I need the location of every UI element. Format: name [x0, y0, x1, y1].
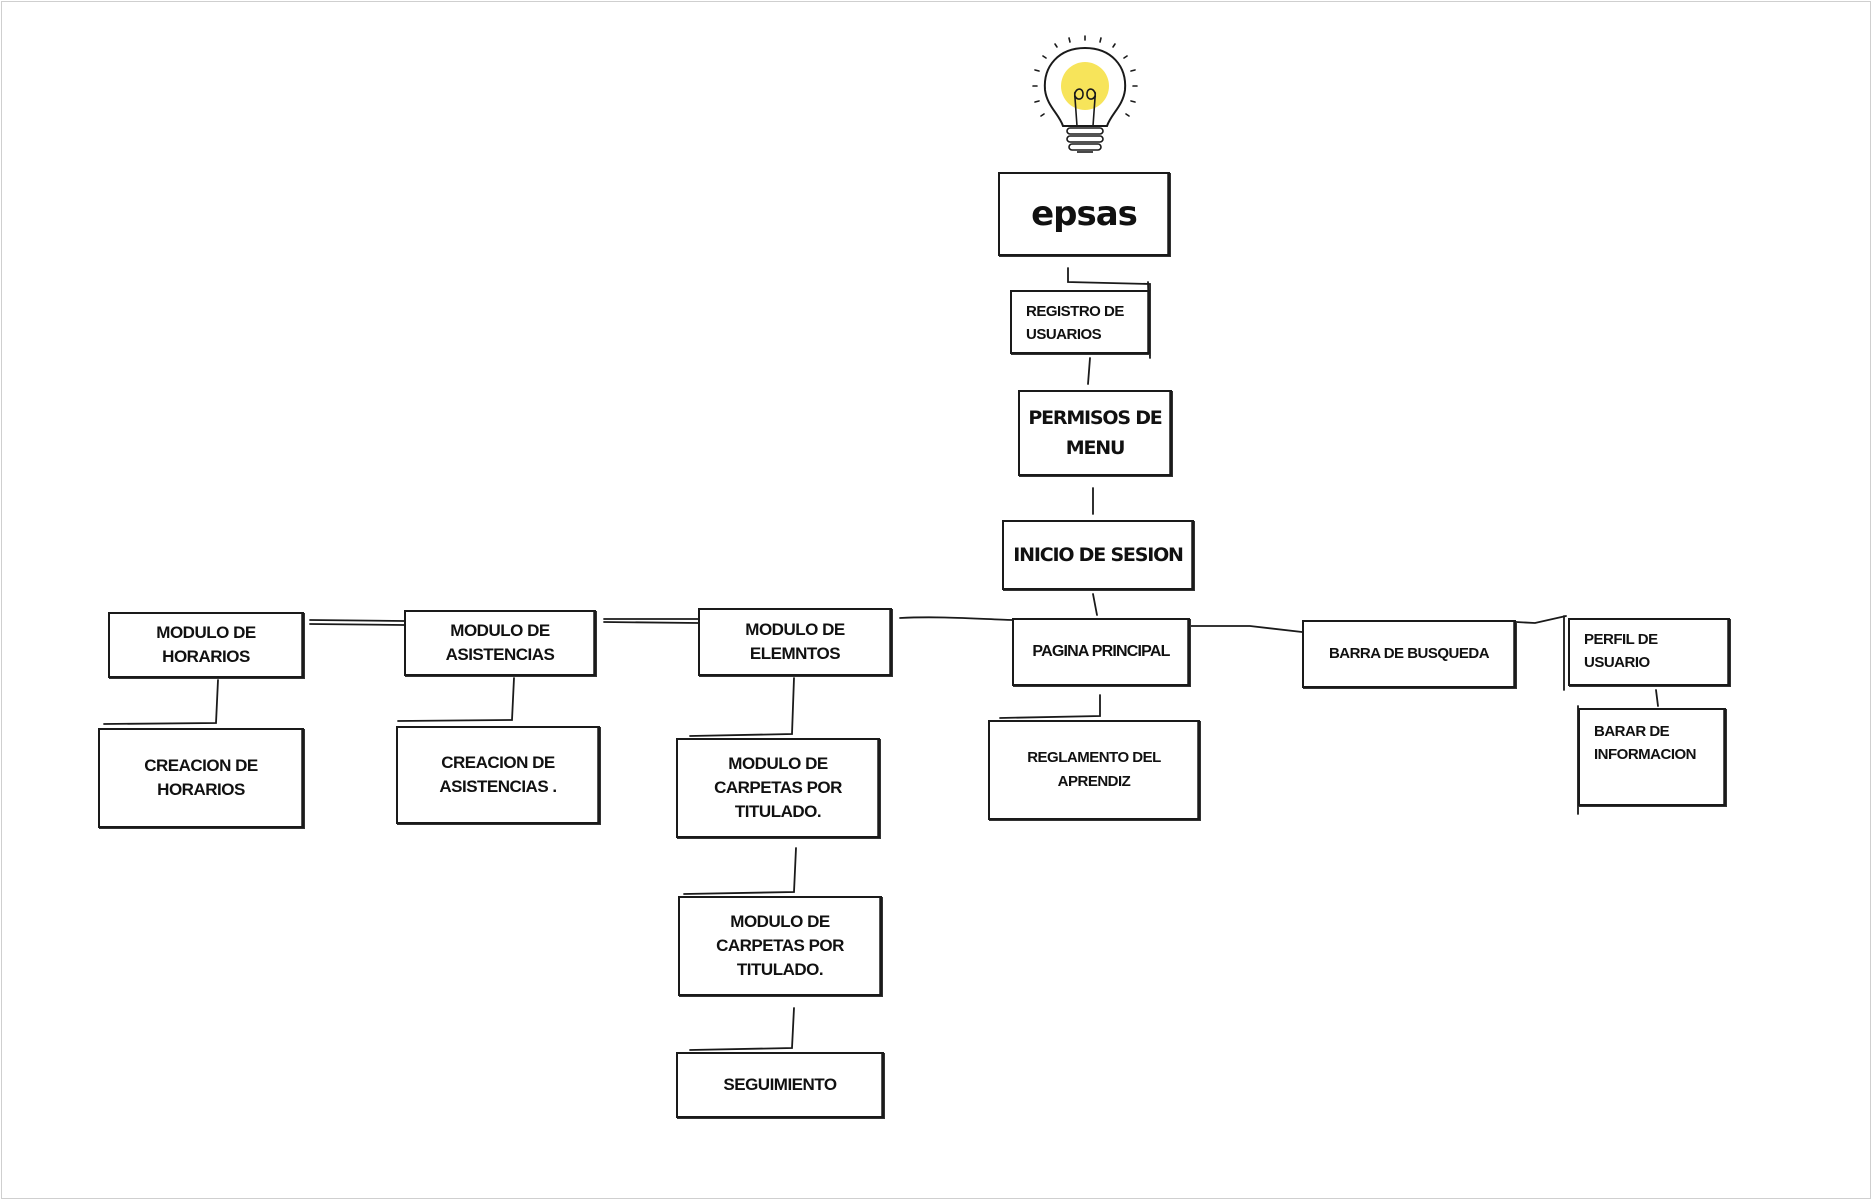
- connector-carpetas-seguimiento: [689, 1007, 795, 1051]
- node-registro-usuarios: REGISTRO DE USUARIOS: [1010, 290, 1150, 354]
- connector-barra-perfil: [1515, 615, 1567, 624]
- node-reglamento-aprendiz: REGLAMENTO DEL APRENDIZ: [988, 720, 1200, 820]
- connector-registro-permisos: [1087, 357, 1091, 385]
- node-modulo-carpetas-2: MODULO DE CARPETAS POR TITULADO.: [678, 896, 882, 996]
- node-modulo-asistencias: MODULO DE ASISTENCIAS: [404, 610, 596, 676]
- connector-elementos-carpetas: [689, 677, 795, 737]
- node-creacion-asistencias: CREACION DE ASISTENCIAS .: [396, 726, 600, 824]
- root-node-epsas: epsas: [998, 172, 1170, 256]
- node-seguimiento: SEGUIMIENTO: [676, 1052, 884, 1118]
- connector-perfil-barar: [1655, 689, 1659, 707]
- connector-asistencias-creacion: [397, 677, 515, 722]
- node-permisos-menu: PERMISOS DE MENU: [1018, 390, 1172, 476]
- connector-root-registro: [1067, 267, 1151, 356]
- connector-pagina-reglamento: [999, 694, 1101, 719]
- node-modulo-horarios: MODULO DE HORARIOS: [108, 612, 304, 678]
- node-modulo-carpetas-1: MODULO DE CARPETAS POR TITULADO.: [676, 738, 880, 838]
- node-barra-busqueda: BARRA DE BUSQUEDA: [1302, 620, 1516, 688]
- node-barar-informacion: BARAR DE INFORMACION: [1578, 708, 1726, 806]
- connector-pagina-elementos: [899, 616, 1013, 621]
- connector-asistencias-horarios: [309, 619, 405, 622]
- node-modulo-elementos: MODULO DE ELEMNTOS: [698, 608, 892, 676]
- node-perfil-usuario: PERFIL DE USUARIO: [1568, 618, 1730, 686]
- node-pagina-principal: PAGINA PRINCIPAL: [1012, 618, 1190, 686]
- connector-carpetas-carpetas: [683, 847, 797, 895]
- node-inicio-sesion: INICIO DE SESION: [1002, 520, 1194, 590]
- connector-pagina-barra: [1189, 625, 1303, 633]
- connector-inicio-pagina: [1092, 593, 1098, 616]
- lightbulb-icon: [1032, 35, 1138, 153]
- node-creacion-horarios: CREACION DE HORARIOS: [98, 728, 304, 828]
- connector-horarios-creacion: [103, 679, 219, 725]
